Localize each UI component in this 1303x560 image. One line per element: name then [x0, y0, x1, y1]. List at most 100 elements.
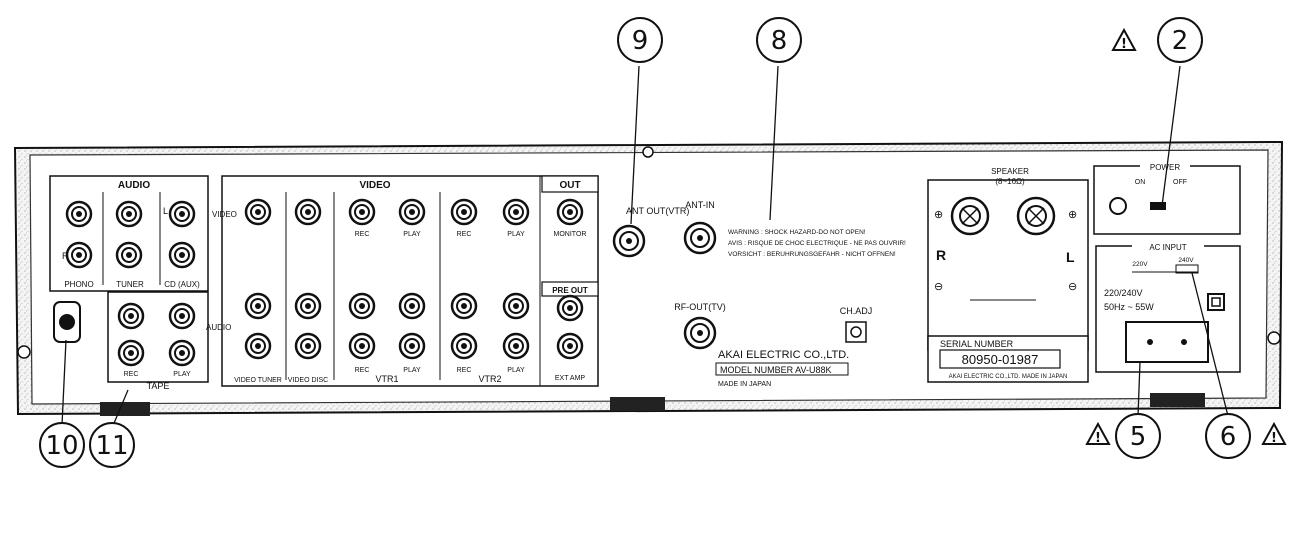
speaker-minus-left: ⊖ — [934, 281, 943, 293]
audio-label: AUDIO — [118, 180, 150, 191]
ant-out-label: ANT OUT(VTR) — [626, 206, 689, 216]
ac-input-section: AC INPUT 220V 240V 220/240V 50Hz ~ 55W — [1095, 242, 1241, 373]
double-insulation-icon — [1207, 293, 1225, 311]
pre-out-label: PRE OUT — [552, 286, 588, 295]
speaker-ohm-label: (8~16Ω) — [995, 177, 1025, 186]
vtr1-play-l-jack[interactable] — [398, 292, 426, 320]
vtr2-rec-video-jack[interactable] — [450, 198, 478, 226]
rf-out-connector[interactable] — [683, 316, 717, 350]
speaker-minus-right: ⊖ — [1068, 281, 1077, 293]
video-disc-r-jack[interactable] — [294, 332, 322, 360]
vtr2-rec-r-jack[interactable] — [450, 332, 478, 360]
ext-amp-r-jack[interactable] — [556, 332, 584, 360]
foot-center — [610, 397, 665, 411]
callout-11-number: 11 — [95, 431, 128, 461]
vtr1-label: VTR1 — [375, 374, 398, 384]
phono-r-jack[interactable] — [65, 241, 93, 269]
vtr1-play-video-jack[interactable] — [398, 198, 426, 226]
vtr1-rec-label: REC — [355, 231, 370, 238]
video-tuner-video-jack[interactable] — [244, 198, 272, 226]
video-section: VIDEO OUT PRE OUT VIDEO AUDIO REC PLAY — [206, 175, 599, 387]
vtr1-rec-bottom-label: REC — [355, 367, 370, 374]
voltage-240-label: 240V — [1178, 257, 1194, 264]
ground-terminal[interactable] — [53, 301, 81, 343]
vtr1-rec-video-jack[interactable] — [348, 198, 376, 226]
video-disc-video-jack[interactable] — [294, 198, 322, 226]
ant-in-connector[interactable] — [683, 221, 717, 255]
speaker-l-terminal[interactable] — [1016, 196, 1056, 236]
phono-l-jack[interactable] — [65, 200, 93, 228]
callout-9: 9 — [617, 17, 663, 63]
callout-6-number: 6 — [1220, 422, 1237, 452]
tape-rec-r-jack[interactable] — [117, 339, 145, 367]
rf-out-label: RF-OUT(TV) — [674, 302, 726, 312]
warning-triangle-icon — [1112, 29, 1136, 53]
cd-aux-label: CD (AUX) — [164, 280, 200, 289]
vtr1-play-bottom-label: PLAY — [403, 367, 421, 374]
vtr1-play-label: PLAY — [403, 231, 421, 238]
video-disc-l-jack[interactable] — [294, 292, 322, 320]
callout-8-number: 8 — [771, 26, 788, 56]
made-in-label: MADE IN JAPAN — [718, 381, 771, 388]
callout-6: 6 — [1205, 413, 1286, 459]
callout-8: 8 — [756, 17, 802, 63]
serial-plate: SERIAL NUMBER 80950-01987 AKAI ELECTRIC … — [927, 335, 1089, 383]
vtr2-rec-bottom-label: REC — [457, 367, 472, 374]
ac-input-label: AC INPUT — [1149, 243, 1186, 252]
serial-number: 80950-01987 — [962, 352, 1039, 367]
monitor-out-jack[interactable] — [556, 198, 584, 226]
ac-rating-voltage: 220/240V — [1104, 288, 1143, 298]
vtr1-play-r-jack[interactable] — [398, 332, 426, 360]
screw-right — [1267, 331, 1281, 345]
tape-label: TAPE — [147, 381, 170, 391]
vtr1-rec-l-jack[interactable] — [348, 292, 376, 320]
vtr1-rec-r-jack[interactable] — [348, 332, 376, 360]
power-label: POWER — [1150, 163, 1180, 172]
vtr2-rec-l-jack[interactable] — [450, 292, 478, 320]
callout-2-number: 2 — [1172, 26, 1189, 56]
voltage-220-label: 220V — [1132, 261, 1148, 268]
callout-5-number: 5 — [1130, 422, 1147, 452]
power-switch-lever[interactable] — [1150, 202, 1166, 210]
vtr2-label: VTR2 — [478, 374, 501, 384]
voltage-selector[interactable] — [1175, 264, 1199, 274]
cd-l-jack[interactable] — [168, 200, 196, 228]
ac-rating-power: 50Hz ~ 55W — [1104, 302, 1154, 312]
video-tuner-l-jack[interactable] — [244, 292, 272, 320]
callout-11: 11 — [89, 422, 135, 468]
speaker-section: SPEAKER (8~16Ω) ⊕ ⊕ ⊖ ⊖ R L — [927, 167, 1089, 351]
tape-play-label: PLAY — [173, 371, 191, 378]
warning-text-2: AVIS : RISQUE DE CHOC ELECTRIQUE - NE PA… — [728, 240, 906, 247]
ext-amp-l-jack[interactable] — [556, 294, 584, 322]
speaker-l-label: L — [1066, 249, 1075, 265]
tape-play-r-jack[interactable] — [168, 339, 196, 367]
tuner-r-jack[interactable] — [115, 241, 143, 269]
callout-5: 5 — [1086, 413, 1161, 459]
warning-triangle-icon — [1086, 423, 1110, 447]
tape-rec-label: REC — [124, 371, 139, 378]
cd-r-jack[interactable] — [168, 241, 196, 269]
tape-play-l-jack[interactable] — [168, 302, 196, 330]
vtr2-play-l-jack[interactable] — [502, 292, 530, 320]
vtr2-rec-label: REC — [457, 231, 472, 238]
ch-adj-control[interactable] — [845, 321, 867, 343]
foot-right — [1150, 393, 1205, 407]
tuner-label: TUNER — [116, 280, 144, 289]
video-tuner-r-jack[interactable] — [244, 332, 272, 360]
foot-left — [100, 402, 150, 416]
vtr2-play-video-jack[interactable] — [502, 198, 530, 226]
speaker-r-terminal[interactable] — [950, 196, 990, 236]
audio-section: AUDIO R L PHONO TUNER CD (AUX) — [49, 175, 209, 292]
power-switch[interactable] — [1109, 197, 1127, 215]
tape-rec-l-jack[interactable] — [117, 302, 145, 330]
vtr2-play-label: PLAY — [507, 231, 525, 238]
ant-out-connector[interactable] — [612, 224, 646, 258]
vtr2-play-r-jack[interactable] — [502, 332, 530, 360]
warning-triangle-icon — [1262, 423, 1286, 447]
phono-r-label: R — [62, 251, 69, 261]
serial-footer: AKAI ELECTRIC CO.,LTD. MADE IN JAPAN — [949, 374, 1068, 380]
ac-inlet[interactable] — [1125, 321, 1209, 363]
tuner-l-jack[interactable] — [115, 200, 143, 228]
warning-text-3: VORSICHT : BERUHRUNGSGEFAHR - NICHT OFFN… — [728, 251, 896, 258]
